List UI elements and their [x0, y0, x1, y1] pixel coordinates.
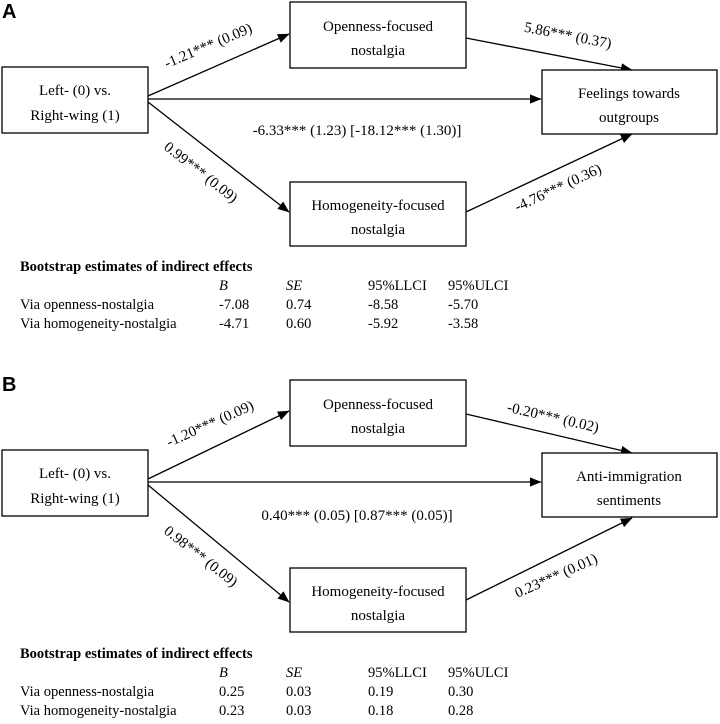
table-header-row: B SE 95%LLCI 95%ULCI: [20, 665, 508, 684]
table-cell: Via openness-nostalgia: [20, 297, 155, 313]
bootstrap-table: Bootstrap estimates of indirect effects …: [20, 646, 508, 722]
table-cell: 0.30: [448, 684, 474, 700]
table-cell: 0.28: [448, 703, 474, 719]
table-header: 95%ULCI: [448, 665, 509, 681]
table-cell: 0.74: [286, 297, 312, 313]
predictor-box: Left- (0) vs. Right-wing (1): [1, 449, 149, 517]
outcome-label: sentiments: [597, 493, 661, 509]
path-a-top-arrow: [147, 33, 290, 97]
outcome-box: Feelings towards outgroups: [541, 69, 718, 135]
panel-letter: A: [2, 1, 16, 23]
path-b-top-label: 5.86*** (0.37): [523, 20, 613, 53]
predictor-box: Left- (0) vs. Right-wing (1): [1, 66, 149, 134]
table-header: B: [219, 278, 228, 294]
outcome-label: outgroups: [599, 110, 659, 126]
table-cell: -5.92: [368, 316, 399, 332]
table-cell: 0.60: [286, 316, 312, 332]
table-row: Via homogeneity-nostalgia -4.71 0.60 -5.…: [20, 316, 478, 335]
mediator-top-label: Openness-focused: [323, 19, 433, 35]
table-title: Bootstrap estimates of indirect effects: [20, 646, 253, 662]
mediator-bottom-label: nostalgia: [351, 222, 405, 238]
table-header-row: B SE 95%LLCI 95%ULCI: [20, 278, 508, 297]
table-cell: -7.08: [219, 297, 250, 313]
table-cell: 0.03: [286, 684, 312, 700]
table-header: B: [219, 665, 228, 681]
path-a-top-label: -1.21*** (0.09): [162, 21, 255, 72]
table-header: SE: [286, 665, 303, 681]
table-cell: 0.25: [219, 684, 245, 700]
predictor-label: Right-wing (1): [30, 491, 120, 507]
path-direct-label: 0.40*** (0.05) [0.87*** (0.05)]: [261, 508, 452, 524]
mediator-top-label: Openness-focused: [323, 397, 433, 413]
outcome-box: Anti-immigration sentiments: [541, 452, 718, 518]
path-a-top-label: -1.20*** (0.09): [164, 398, 256, 451]
table-header: 95%LLCI: [368, 278, 427, 294]
mediator-bottom-box: Homogeneity-focused nostalgia: [289, 181, 467, 247]
path-b-top-label: -0.20*** (0.02): [505, 400, 600, 437]
table-row: Via homogeneity-nostalgia 0.23 0.03 0.18…: [20, 703, 473, 722]
table-cell: -4.71: [219, 316, 250, 332]
mediator-bottom-label: Homogeneity-focused: [311, 198, 445, 214]
path-b-top-arrow: [465, 413, 633, 456]
table-cell: Via openness-nostalgia: [20, 684, 155, 700]
table-cell: 0.03: [286, 703, 312, 719]
path-a-bottom-arrow: [147, 101, 290, 213]
table-cell: Via homogeneity-nostalgia: [20, 703, 177, 719]
panel-b: B Left- (0) vs. Right-wing (1) Openness-…: [1, 374, 718, 633]
table-title: Bootstrap estimates of indirect effects: [20, 259, 253, 275]
mediator-bottom-box: Homogeneity-focused nostalgia: [289, 567, 467, 633]
path-b-bottom-label: -4.76*** (0.36): [512, 161, 604, 215]
mediator-bottom-label: nostalgia: [351, 608, 405, 624]
path-a-top-arrow: [147, 410, 290, 480]
table-cell: Via homogeneity-nostalgia: [20, 316, 177, 332]
table-header: SE: [286, 278, 303, 294]
table-cell: -8.58: [368, 297, 399, 313]
predictor-label: Left- (0) vs.: [39, 466, 111, 482]
table-cell: 0.23: [219, 703, 245, 719]
mediator-top-box: Openness-focused nostalgia: [289, 1, 467, 69]
outcome-label: Anti-immigration: [576, 469, 682, 485]
table-cell: 0.18: [368, 703, 394, 719]
table-header: 95%ULCI: [448, 278, 509, 294]
predictor-label: Right-wing (1): [30, 108, 120, 124]
path-direct-label: -6.33*** (1.23) [-18.12*** (1.30)]: [253, 123, 462, 139]
path-a-bottom-label: 0.99*** (0.09): [161, 139, 241, 206]
table-row: Via openness-nostalgia 0.25 0.03 0.19 0.…: [20, 684, 473, 703]
path-a-bottom-arrow: [147, 484, 290, 603]
mediator-top-box: Openness-focused nostalgia: [289, 379, 467, 447]
bootstrap-table: Bootstrap estimates of indirect effects …: [20, 259, 508, 335]
predictor-label: Left- (0) vs.: [39, 83, 111, 99]
table-cell: 0.19: [368, 684, 394, 700]
mediator-top-label: nostalgia: [351, 43, 405, 59]
panel-a: A Left- (0) vs. Right-wing (1) Openness-…: [1, 1, 718, 247]
panel-letter: B: [2, 374, 16, 396]
outcome-label: Feelings towards: [578, 86, 680, 102]
mediator-top-label: nostalgia: [351, 421, 405, 437]
table-header: 95%LLCI: [368, 665, 427, 681]
mediator-bottom-label: Homogeneity-focused: [311, 584, 445, 600]
path-b-bottom-arrow: [465, 517, 633, 601]
table-cell: -5.70: [448, 297, 479, 313]
path-b-bottom-arrow: [465, 133, 633, 213]
path-b-top-arrow: [465, 37, 633, 73]
table-cell: -3.58: [448, 316, 479, 332]
table-row: Via openness-nostalgia -7.08 0.74 -8.58 …: [20, 297, 478, 316]
path-b-bottom-label: 0.23*** (0.01): [513, 551, 601, 602]
path-a-bottom-label: 0.98*** (0.09): [161, 523, 241, 590]
